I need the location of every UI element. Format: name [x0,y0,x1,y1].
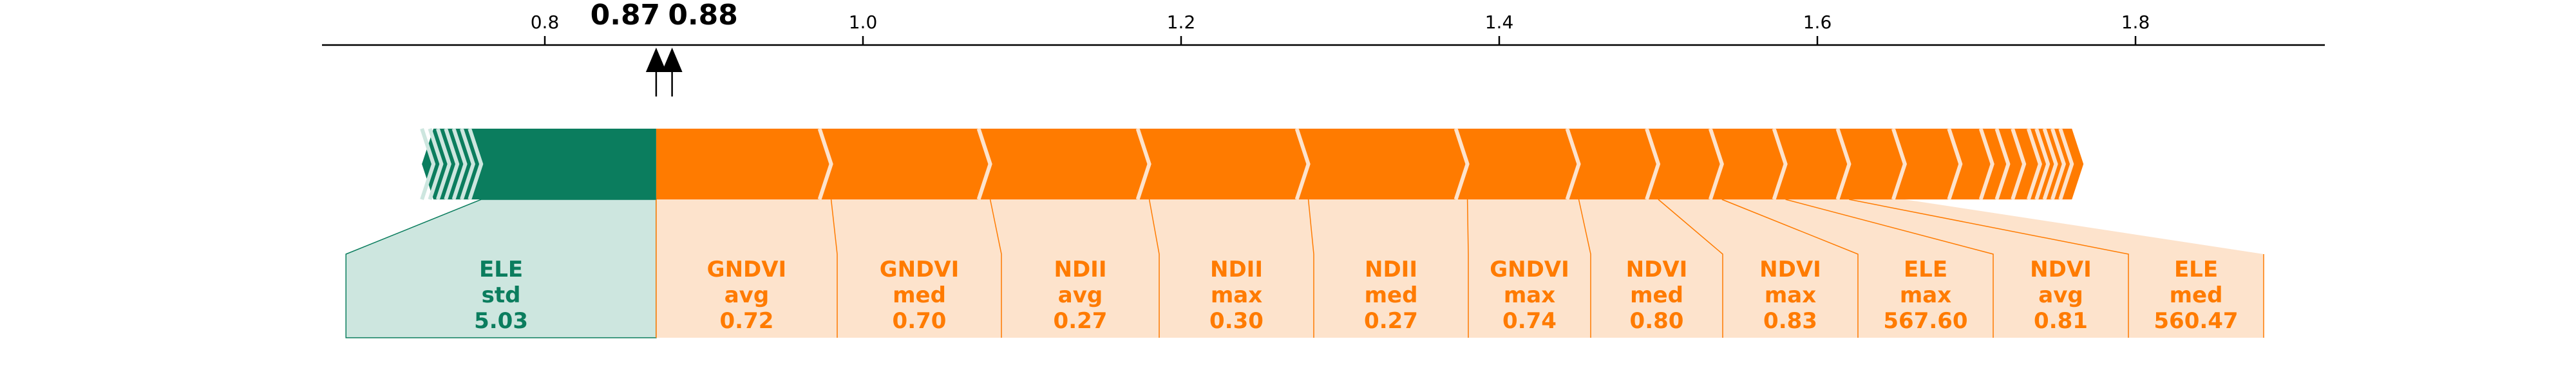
positive-segment-divider [1454,128,1470,200]
negative-tail-divider [428,128,444,200]
axis-tick-label: 0.8 [531,12,560,33]
positive-label-connector [830,199,838,338]
feature-label-stat: med [1630,282,1683,308]
positive-tail-divider [2011,128,2027,200]
feature-label-stat: max [1504,282,1555,308]
axis-tick-label: 1.2 [1167,12,1196,33]
feature-label-name: GNDVI [707,257,787,282]
feature-label-name: GNDVI [1490,257,1569,282]
positive-segment-divider [1835,128,1852,200]
feature-label-stat: avg [724,282,769,308]
positive-bar [656,129,2084,199]
feature-label-name: NDII [1054,257,1107,282]
axis-tick-label: 1.0 [849,12,878,33]
positive-label-connector [1578,199,1591,338]
feature-label-name: NDVI [1626,257,1688,282]
feature-label-value: 0.72 [720,308,774,334]
negative-tail-divider [420,128,436,200]
positive-label-connector [1148,199,1160,338]
feature-label-stat: med [893,282,946,308]
feature-label-name: GNDVI [880,257,960,282]
positive-tail-divider [2034,128,2050,200]
positive-tail-divider [1891,128,1908,200]
feature-label-value: 0.27 [1054,308,1108,334]
marker-value-label: 0.87 [591,0,661,32]
negative-tail-divider [468,128,484,200]
feature-label-name: ELE [2174,257,2218,282]
positive-label-connector [1785,199,1994,338]
axis-tick-label: 1.4 [1485,12,1514,33]
feature-label-value: 0.27 [1364,308,1418,334]
positive-segment-divider [1565,128,1581,200]
feature-labels: ELEstd5.03GNDVIavg0.72GNDVImed0.70NDIIav… [345,199,2264,338]
feature-label-value: 0.70 [893,308,947,334]
feature-label-value: 560.47 [2154,308,2238,334]
marker-arrow-head [661,48,683,72]
negative-bar [422,129,656,199]
positive-segment-divider [976,128,992,200]
negative-tail-divider [444,128,460,200]
negative-tail-divider [451,128,468,200]
feature-label-stat: max [1765,282,1816,308]
feature-label-name: NDII [1210,257,1263,282]
positive-label-connector [1658,199,1723,338]
positive-tail-divider [1947,128,1963,200]
marker-value-label: 0.88 [668,0,738,32]
positive-segment-divider [1772,128,1788,200]
negative-tail-divider [435,128,451,200]
feature-label-stat: med [2170,282,2223,308]
positive-segment-divider [1294,128,1311,200]
force-bar [420,128,2084,200]
feature-label-name: ELE [479,257,523,282]
axis-tick-label: 1.6 [1803,12,1832,33]
positive-segment-divider [1645,128,1661,200]
axis-tick-label: 1.8 [2121,12,2150,33]
positive-segment-divider [1708,128,1724,200]
feature-label-name: ELE [1904,257,1947,282]
feature-label-stat: max [1211,282,1262,308]
positive-tail-divider [1994,128,2011,200]
positive-label-connector [989,199,1002,338]
feature-label-value: 0.83 [1763,308,1817,334]
feature-label-value: 0.80 [1630,308,1684,334]
positive-label-box [656,199,2264,338]
marker-arrow-head [645,48,667,72]
feature-label-value: 0.81 [2034,308,2088,334]
feature-label-value: 5.03 [474,308,528,334]
feature-label-value: 0.30 [1209,308,1264,334]
positive-segment-divider [817,128,833,200]
feature-label-stat: avg [1058,282,1103,308]
positive-label-connector [1849,199,2129,338]
positive-label-connector [1721,199,1859,338]
feature-label-stat: avg [2038,282,2083,308]
feature-label-name: NDII [1365,257,1417,282]
feature-label-name: NDVI [2030,257,2092,282]
positive-label-connector [1307,199,1314,338]
feature-label-stat: med [1365,282,1418,308]
negative-tail-divider [459,128,476,200]
positive-tail-divider [1978,128,1994,200]
positive-tail-divider [2042,128,2058,200]
feature-label-name: NDVI [1759,257,1821,282]
feature-label-value: 0.74 [1502,308,1557,334]
positive-tail-divider [2050,128,2067,200]
feature-label-value: 567.60 [1883,308,1967,334]
x-axis: 0.8 1.0 1.2 1.4 1.6 1.8 [322,12,2325,46]
positive-tail-divider [2026,128,2042,200]
feature-label-stat: std [482,282,521,308]
positive-segment-divider [1135,128,1151,200]
positive-tail-divider [2058,128,2074,200]
feature-label-stat: max [1900,282,1951,308]
